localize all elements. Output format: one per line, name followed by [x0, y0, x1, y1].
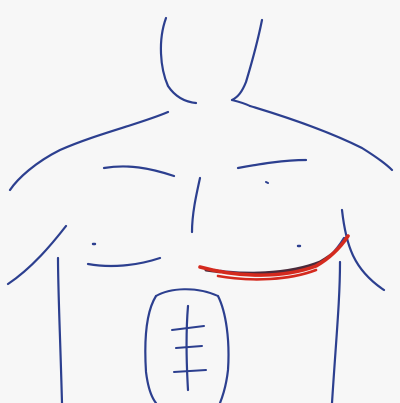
clavicle-right-tick — [266, 182, 268, 183]
